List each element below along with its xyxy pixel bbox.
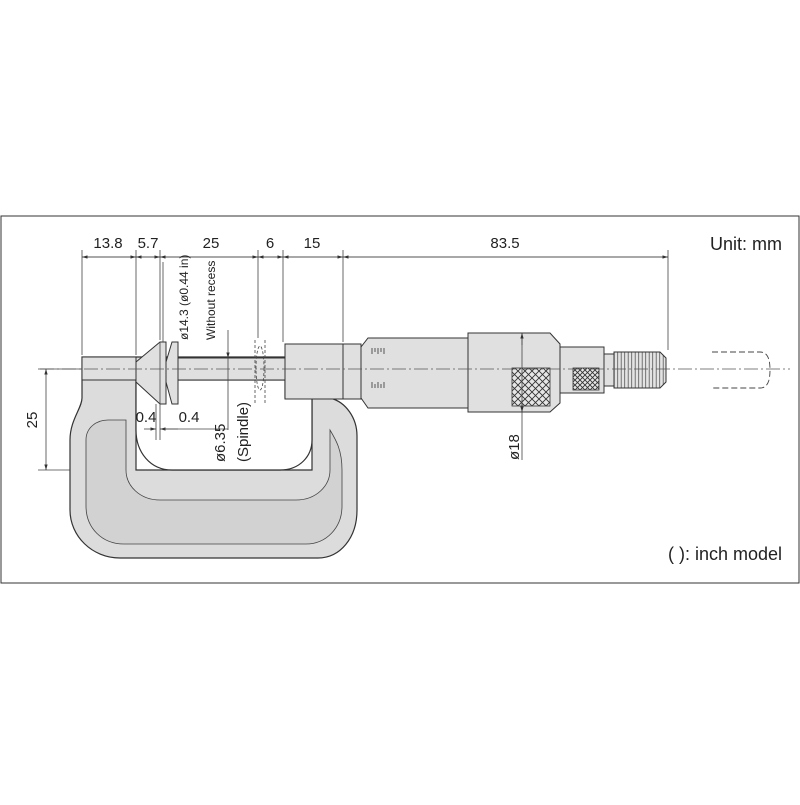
face-dimension [144, 404, 228, 440]
dim-83-5: 83.5 [490, 235, 519, 252]
depth-dimension [38, 368, 82, 471]
flange-diameter-label: ø14.3 (ø0.44 in) [177, 255, 191, 340]
dim-6: 6 [266, 235, 274, 252]
frame-cavity [135, 379, 313, 471]
inch-model-note: ( ): inch model [668, 544, 782, 564]
sleeve [360, 337, 469, 409]
extension-lines [81, 250, 669, 355]
lock-ring [342, 343, 362, 400]
dim-25-top: 25 [203, 235, 220, 252]
dim-25-depth: 25 [24, 412, 41, 429]
dim-0-4-left: 0.4 [136, 409, 157, 426]
anvil-block [81, 356, 137, 381]
unit-label: Unit: mm [710, 234, 782, 254]
frame-inner-panel [85, 419, 343, 545]
dim-13-8: 13.8 [93, 235, 122, 252]
thimble-knurl [511, 367, 551, 407]
spindle-diameter-label: ø6.35 [212, 424, 229, 462]
ratchet-knurl [572, 367, 600, 391]
without-recess-label: Without recess [204, 261, 218, 340]
dim-15: 15 [304, 235, 321, 252]
dim-5-7: 5.7 [138, 235, 159, 252]
frame-boss [284, 343, 344, 400]
thimble-diameter-label: ø18 [506, 434, 523, 460]
dim-0-4-right: 0.4 [179, 409, 200, 426]
ratchet-neck [603, 353, 615, 387]
spindle-label: (Spindle) [235, 402, 252, 462]
ratchet-knob [613, 351, 667, 389]
sleeve-graduations [371, 348, 385, 388]
spindle-flange [165, 341, 179, 405]
